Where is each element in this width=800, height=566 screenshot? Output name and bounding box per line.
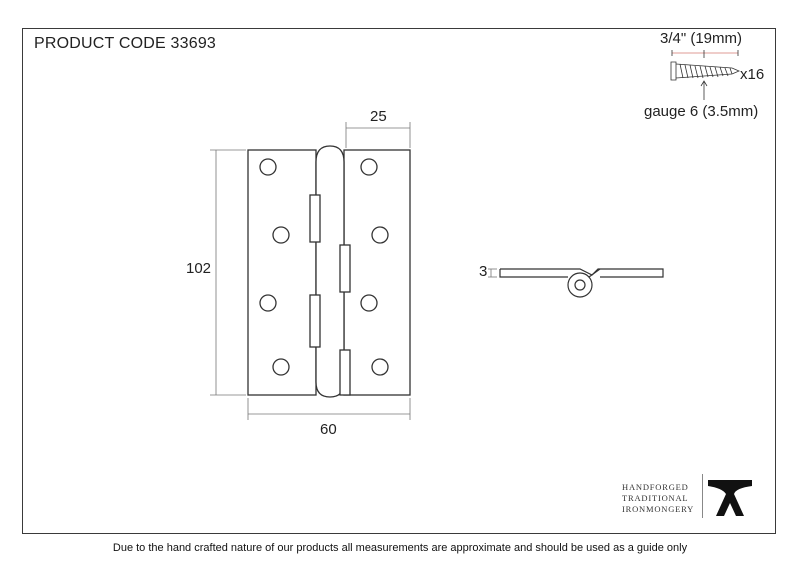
brand-text: HANDFORGED TRADITIONAL IRONMONGERY — [622, 482, 694, 515]
screw-gauge-label: gauge 6 (3.5mm) — [644, 103, 759, 120]
disclaimer-text: Due to the hand crafted nature of our pr… — [112, 542, 688, 554]
hinge-pin — [574, 279, 586, 291]
leaf-width-dimension-line — [345, 122, 411, 148]
logo-divider — [702, 474, 703, 518]
total-width-dimension: 60 — [320, 421, 337, 438]
screw-quantity-label: x16 — [740, 66, 765, 83]
screw-hole — [371, 226, 389, 244]
hinge-front-view — [247, 145, 411, 398]
product-code: PRODUCT CODE 33693 — [34, 35, 217, 52]
anvil-logo — [708, 480, 752, 516]
brand-line-3: IRONMONGERY — [622, 504, 695, 514]
screw-hole — [360, 294, 378, 312]
leaf-width-dimension: 25 — [370, 108, 387, 125]
hinge-side-view — [499, 268, 664, 298]
hinge-right-leaf — [343, 149, 411, 396]
height-dimension-line — [210, 149, 246, 396]
knuckle-segment — [309, 294, 321, 348]
knuckle-segment — [339, 244, 351, 293]
thickness-dimension-line — [488, 268, 497, 278]
screw-icon — [670, 50, 741, 100]
total-width-dimension-line — [247, 398, 411, 420]
screw-hole — [360, 158, 378, 176]
knuckle-segment — [339, 349, 351, 396]
screw-hole — [371, 358, 389, 376]
screw-hole — [272, 226, 290, 244]
thickness-dimension: 3 — [479, 263, 488, 280]
drawing-frame — [22, 28, 776, 534]
screw-hole — [259, 158, 277, 176]
screw-hole — [272, 358, 290, 376]
knuckle-segment — [309, 194, 321, 243]
hinge-left-leaf — [247, 149, 317, 396]
screw-hole — [259, 294, 277, 312]
brand-line-1: HANDFORGED — [622, 482, 689, 492]
height-dimension: 102 — [186, 260, 212, 277]
screw-length-label: 3/4" (19mm) — [660, 30, 743, 47]
brand-line-2: TRADITIONAL — [622, 493, 689, 503]
